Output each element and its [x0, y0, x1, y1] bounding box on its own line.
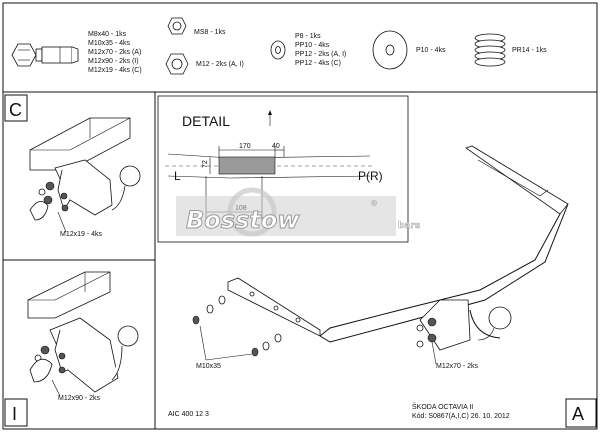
washer-size-line: PP10 - 4ks [295, 42, 330, 49]
bolt-size-line: M12x70 - 2ks (A) [88, 49, 141, 56]
panel-a-box [565, 398, 597, 428]
nut-ms8-icon [167, 17, 187, 35]
detail-left-label: L [174, 169, 181, 183]
detail-bumper-section [165, 153, 375, 179]
bolt-size-line: M8x40 - 1ks [88, 31, 127, 38]
detail-title: DETAIL [182, 113, 230, 129]
bosstow-watermark: Bosstow bars ® [176, 187, 421, 237]
watermark-suffix: bars [398, 221, 420, 231]
dimension-40: 40 [272, 143, 280, 150]
panel-c-leader [57, 211, 67, 233]
small-washer-icon [270, 40, 286, 60]
m10-leader [205, 353, 253, 361]
main-towbar-drawing [227, 145, 569, 351]
panel-i-hitch-drawing [27, 271, 139, 393]
drawing-info: Kód: S0867(A,I,C) 26. 10. 2012 [412, 413, 510, 420]
panel-i-leader [51, 379, 61, 397]
large-washer-icon [372, 30, 408, 70]
up-arrow-icon [268, 110, 272, 126]
panel-c-letter: C [9, 100, 22, 120]
nut-m12-icon [165, 53, 189, 75]
spring-washer-label: PR14 - 1ks [512, 47, 547, 54]
panel-a-letter: A [572, 404, 584, 424]
nut-m12-label: M12 - 2ks (A, I) [196, 61, 244, 68]
panel-c-hitch-drawing [29, 117, 141, 221]
m12-callout: M12x70 - 2ks [436, 363, 479, 370]
panel-i-callout: M12x90 - 2ks [58, 395, 101, 402]
bolt-size-line: M12x90 - 2ks (I) [88, 58, 139, 65]
dimension-72: 72 [202, 160, 209, 168]
small-washer-sizes: P8 - 1ks PP10 - 4ks PP12 - 2ks (A, I) PP… [295, 33, 346, 67]
bolt-sizes: M8x40 - 1ks M10x35 - 4ks M12x70 - 2ks (A… [88, 31, 142, 74]
bolt-size-line: M12x19 - 4ks (C) [88, 67, 142, 74]
panel-i-letter: I [12, 404, 17, 424]
bolt-icon [11, 43, 79, 67]
vehicle-model: ŠKODA OCTAVIA II [412, 402, 473, 411]
drawing-code: AIC 400 12 3 [168, 411, 209, 418]
detail-right-label: P(R) [358, 169, 383, 183]
washer-size-line: PP12 - 4ks (C) [295, 60, 341, 67]
washer-size-line: P8 - 1ks [295, 33, 321, 40]
m12-leader [431, 341, 437, 365]
panel-c-callout: M12x19 - 4ks [60, 231, 103, 238]
m10-bolt-set [192, 295, 282, 357]
watermark-text: Bosstow [186, 206, 300, 234]
dimension-170: 170 [239, 143, 251, 150]
panel-c-box [4, 94, 28, 122]
panel-i-box [4, 398, 28, 427]
m10-leader [199, 325, 207, 361]
large-washer-label: P10 - 4ks [416, 47, 446, 54]
m10-callout: M10x35 [196, 363, 221, 370]
watermark-registered: ® [370, 199, 378, 208]
spring-washer-icon [474, 33, 506, 67]
detail-cutout [218, 156, 276, 175]
bolt-size-line: M10x35 - 4ks [88, 40, 131, 47]
nut-ms8-label: MS8 - 1ks [194, 29, 226, 36]
washer-size-line: PP12 - 2ks (A, I) [295, 51, 346, 58]
